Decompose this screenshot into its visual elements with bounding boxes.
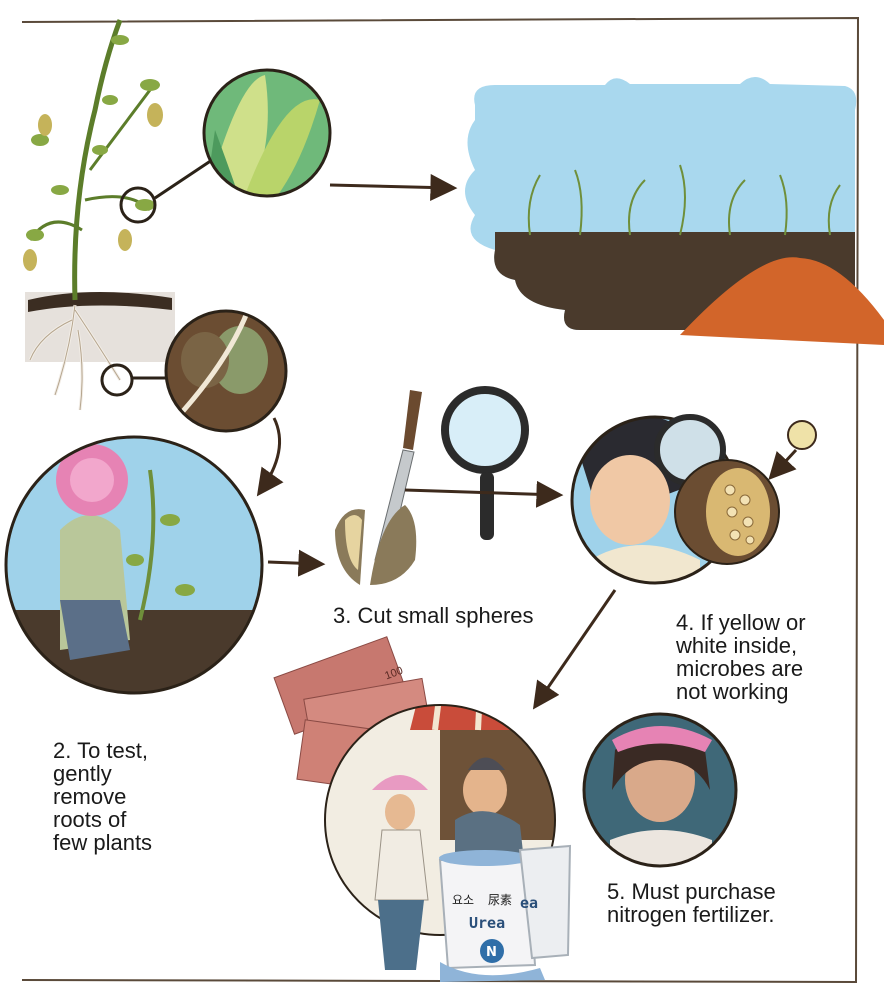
knife-cutting-nodule	[335, 390, 422, 585]
leaf-zoom-circle	[200, 65, 340, 205]
arrow-to-shop	[536, 590, 615, 705]
sack-product-label: Urea	[469, 914, 505, 932]
caption-step-2: 2. To test, gently remove roots of few p…	[53, 739, 152, 854]
yellow-dot-icon	[788, 421, 816, 449]
sack-back-partial-label: ea	[520, 894, 538, 912]
caption-step-5: 5. Must purchase nitrogen fertilizer.	[607, 880, 776, 926]
worried-farmer-circle	[580, 710, 740, 870]
cut-nodule-cross-section	[675, 460, 779, 564]
sack-korean-label: 요소	[452, 893, 474, 907]
arrow-to-field	[330, 185, 452, 188]
magnifying-glass-icon	[445, 390, 525, 540]
sack-chinese-label: 尿素	[488, 893, 512, 907]
arrow-to-nodule	[772, 450, 796, 476]
farmer-digging-circle	[0, 430, 270, 700]
arrow-to-knife	[268, 562, 320, 564]
caption-step-3: 3. Cut small spheres	[333, 604, 534, 627]
caption-step-4: 4. If yellow or white inside, microbes a…	[676, 611, 806, 703]
root-highlight-circle	[102, 365, 132, 395]
sack-logo-letter: N	[486, 945, 497, 960]
arrow-to-farmer	[260, 418, 280, 492]
chickpea-field-panel	[465, 77, 884, 345]
